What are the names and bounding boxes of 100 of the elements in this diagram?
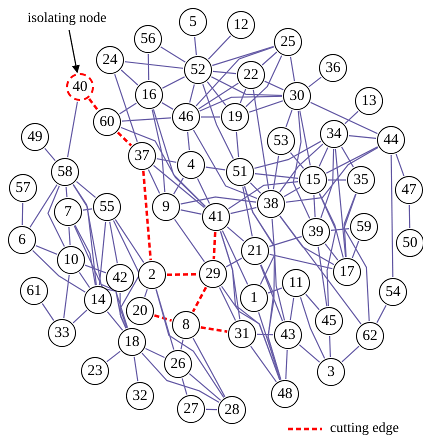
edge-line: [260, 218, 276, 285]
edge-line: [249, 100, 283, 113]
edge-line: [286, 146, 378, 203]
cutting-edge-line: [192, 286, 208, 312]
edge-line: [208, 35, 232, 60]
edge-line: [68, 226, 71, 246]
edge-line: [36, 245, 58, 255]
edge-line: [67, 102, 78, 158]
edge-line: [318, 193, 344, 258]
edge-line: [152, 109, 166, 192]
edge-line: [72, 184, 128, 328]
edge-line: [114, 219, 144, 263]
edge-line: [310, 102, 378, 134]
edge-line: [212, 70, 236, 74]
edge-line: [252, 90, 270, 190]
edge-line: [201, 116, 220, 118]
edge-line: [22, 202, 24, 226]
edge-line: [78, 272, 90, 288]
edge-line: [352, 240, 360, 258]
edge-line: [30, 184, 58, 228]
edge-line: [187, 132, 190, 150]
edge-line: [192, 338, 226, 398]
edge-line: [162, 102, 174, 110]
edge-line: [134, 356, 138, 382]
edge-line: [180, 209, 202, 215]
edge-line: [269, 254, 333, 270]
edge-line: [329, 336, 331, 358]
edge-line: [280, 216, 362, 324]
edge-line: [145, 348, 165, 358]
edge-line: [44, 148, 56, 161]
cutting-edge-line: [88, 98, 99, 111]
cutting-edge-line: [200, 326, 228, 333]
edge-line: [212, 46, 274, 66]
edge-line: [82, 208, 92, 211]
edge-line: [256, 334, 274, 336]
edge-line: [376, 305, 387, 323]
cutting-edge-line: [142, 170, 152, 260]
edge-line: [342, 346, 360, 362]
edge-line: [260, 264, 284, 322]
legend-label: cutting edge: [330, 422, 399, 436]
edge-line: [344, 194, 356, 258]
edge-line: [305, 294, 320, 310]
edge-line: [182, 378, 188, 395]
edge-line: [162, 76, 185, 89]
edge-line: [284, 186, 300, 198]
edge-line: [254, 173, 298, 179]
edge-line: [408, 204, 410, 228]
edge-line: [76, 181, 96, 198]
edge-line: [156, 289, 174, 350]
edge-line: [189, 84, 195, 103]
edge-line: [250, 182, 262, 194]
edge-line: [230, 206, 257, 214]
edge-line: [155, 289, 224, 398]
edge-line: [290, 56, 296, 82]
cutting-edge-line: [154, 314, 172, 322]
edge-line: [308, 76, 322, 88]
edge-line: [324, 244, 338, 260]
edge-line: [254, 140, 322, 169]
edge-line: [32, 250, 86, 293]
edge-line: [318, 246, 328, 306]
edge-line: [262, 52, 278, 66]
edge-line: [66, 186, 68, 198]
edge-line: [290, 298, 294, 320]
edge-line: [269, 236, 302, 248]
edge-line: [192, 130, 258, 200]
edge-line: [258, 312, 281, 380]
edge-line: [174, 218, 205, 262]
edge-line: [330, 228, 350, 231]
edge-line: [244, 186, 282, 380]
edge-line: [285, 110, 293, 128]
edge-line: [109, 222, 118, 264]
edge-line: [120, 126, 206, 207]
edge-line: [343, 194, 370, 322]
edge-line: [206, 166, 226, 170]
edge-line: [260, 264, 282, 380]
edge-line: [244, 186, 286, 321]
edge-line: [245, 55, 282, 108]
cutting-edge-line: [212, 232, 216, 260]
edge-line: [202, 84, 234, 159]
edge-line: [206, 81, 226, 106]
edge-line: [194, 36, 197, 56]
annotation-text: isolating node: [12, 10, 122, 28]
edge-line: [222, 230, 248, 285]
edge-line: [206, 408, 218, 410]
edge-line: [112, 220, 140, 328]
edge-line: [106, 350, 121, 362]
edge-line: [173, 178, 184, 194]
edge-line: [152, 109, 206, 207]
edge-line: [42, 303, 54, 321]
edge-line: [236, 132, 240, 158]
edge-line: [153, 165, 205, 208]
edge-line: [156, 158, 176, 163]
edge-line: [240, 88, 246, 104]
edge-line: [299, 110, 311, 166]
edge-line: [221, 286, 280, 380]
edge-line: [98, 222, 106, 286]
edge-line: [106, 311, 124, 331]
edge-line: [47, 186, 65, 247]
edge-line: [124, 61, 184, 69]
edge-line: [218, 287, 236, 321]
